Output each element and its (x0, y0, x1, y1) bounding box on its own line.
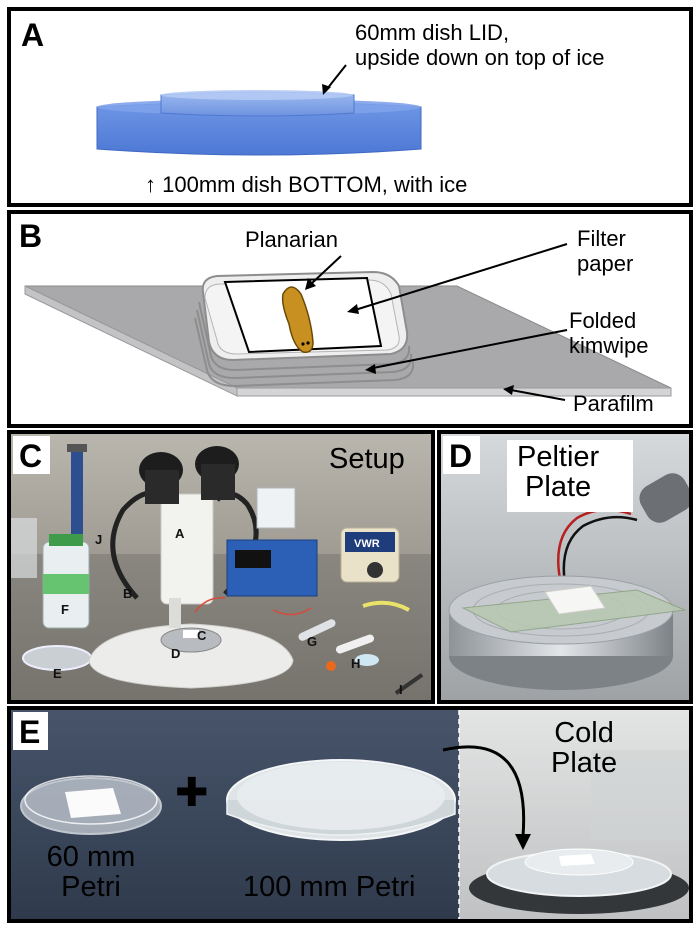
planarian (281, 286, 314, 354)
lid-label: 60mm dish LID, upside down on top of ice (355, 20, 605, 70)
panel-b: B Planarian Filter paper Folded kimwipe … (7, 210, 693, 428)
panel-a: A 60mm dish LID, upside down on top of i… (7, 7, 693, 207)
peltier-title-line2: Plate (525, 471, 592, 504)
bottom-label-text: 100mm dish BOTTOM, with ice (162, 172, 468, 197)
part-label-j: J (95, 532, 103, 547)
up-arrow-icon: ↑ (145, 172, 156, 197)
part-label-g: G (307, 634, 318, 649)
panel-letter-c: C (19, 438, 43, 474)
peltier-title: Peltier Plate (517, 442, 599, 503)
part-label-c: C (197, 628, 207, 643)
dish60-label: 60 mm Petri (33, 842, 149, 903)
planarian-label: Planarian (245, 227, 338, 252)
panel-letter-b: B (19, 218, 43, 254)
kimwipe-line2: kimwipe (569, 333, 649, 359)
lid-arrow (326, 64, 347, 90)
kimwipe-label: Folded kimwipe (569, 308, 648, 359)
cold-plate-arrow (442, 745, 526, 837)
part-label-a: A (175, 526, 185, 541)
bottom-label: ↑ 100mm dish BOTTOM, with ice (145, 172, 468, 198)
part-label-e: E (53, 666, 62, 681)
setup-title: Setup (329, 443, 405, 475)
panel-letter-d: D (449, 438, 473, 474)
kimwipe-line1: Folded (569, 308, 637, 333)
panel-e: E ✚ 60 mm Petri 100 mm Petri Cold Plate (7, 706, 693, 923)
slide-assembly-diagram (24, 243, 672, 401)
dish60-line1: 60 mm (46, 841, 136, 873)
part-label-i: I (399, 682, 403, 697)
panel-d: D Peltier Plate (437, 430, 693, 704)
dish60-line2: Petri (61, 871, 121, 904)
dish-stack-diagram (96, 64, 422, 156)
vwr-logo: VWR (354, 538, 380, 550)
part-label-b: B (123, 586, 133, 601)
part-label-h: H (351, 656, 361, 671)
cold-title-line2: Plate (551, 747, 618, 780)
setup-photo: VWR (11, 434, 431, 700)
parafilm-label: Parafilm (573, 391, 654, 416)
peltier-title-line1: Peltier (517, 441, 600, 473)
plus-icon: ✚ (175, 771, 209, 815)
filter-paper-label: Filter paper (577, 226, 633, 277)
filter-line1: Filter (577, 226, 626, 251)
panel-c: VWR C Setup A B C D E F G H I J (7, 430, 435, 704)
lid-label-line1: 60mm dish LID, (355, 20, 510, 45)
dish100-label: 100 mm Petri (243, 871, 416, 903)
panel-letter-a: A (21, 17, 45, 53)
cold-plate-title: Cold Plate (551, 718, 617, 779)
dishes-photo (11, 710, 689, 919)
filter-line2: paper (577, 251, 634, 277)
part-label-d: D (171, 646, 181, 661)
panel-letter-e: E (19, 714, 41, 750)
part-label-f: F (61, 602, 69, 617)
lid-label-line2: upside down on top of ice (355, 44, 605, 70)
cold-title-line1: Cold (554, 717, 614, 749)
